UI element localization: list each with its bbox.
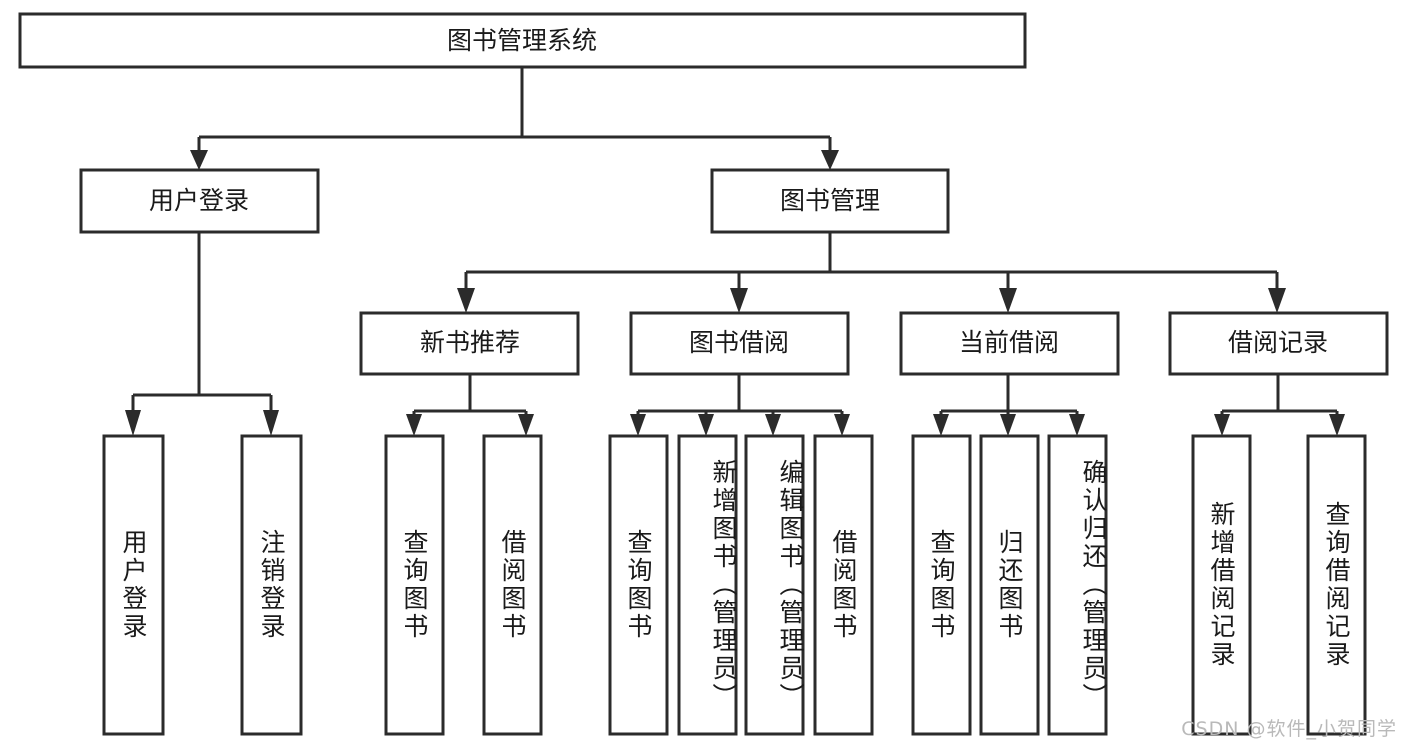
leaf-box-new-book-1[interactable]	[384, 434, 445, 736]
leaf-box-user-login-1[interactable]	[102, 434, 165, 736]
node-current-borrow-label: 当前借阅	[959, 328, 1059, 357]
leaf-box-user-login-2[interactable]	[240, 434, 303, 736]
arrowhead-leaf-book-borrow-4	[834, 414, 850, 436]
arrowhead-leaf-current-borrow-1	[933, 414, 949, 436]
leaf-box-current-borrow-2[interactable]	[979, 434, 1040, 736]
node-borrow-record[interactable]: 借阅记录	[1168, 311, 1389, 376]
node-user-login-box[interactable]	[79, 168, 320, 234]
arrowhead-book-borrow	[730, 288, 748, 313]
node-book-borrow-box[interactable]	[629, 311, 850, 376]
arrowhead-user-login	[190, 150, 208, 170]
leaf-box-book-borrow-1[interactable]	[608, 434, 669, 736]
arrowhead-current-borrow	[999, 288, 1017, 313]
arrowhead-new-book-recommend	[457, 288, 475, 313]
arrowhead-leaf-current-borrow-2	[1000, 414, 1016, 436]
node-book-management[interactable]: 图书管理	[710, 168, 950, 234]
arrowhead-book-mgmt	[821, 150, 839, 170]
arrowhead-leaf-book-borrow-2	[698, 414, 714, 436]
node-root-label: 图书管理系统	[447, 26, 597, 55]
node-borrow-record-label: 借阅记录	[1228, 328, 1328, 357]
node-current-borrow-box[interactable]	[899, 311, 1120, 376]
watermark-text: CSDN @软件_小贺同学	[1181, 718, 1397, 740]
node-borrow-record-box[interactable]	[1168, 311, 1389, 376]
leaf-box-borrow-record-1[interactable]	[1191, 434, 1252, 736]
leaf-box-book-borrow-3[interactable]	[744, 434, 805, 736]
node-new-book-recommend[interactable]: 新书推荐	[359, 311, 580, 376]
arrowhead-leaf-user-login-2	[263, 410, 279, 436]
arrowhead-leaf-borrow-record-1	[1214, 414, 1230, 436]
node-new-book-recommend-label: 新书推荐	[420, 328, 520, 357]
leaf-box-book-borrow-4[interactable]	[813, 434, 874, 736]
node-current-borrow[interactable]: 当前借阅	[899, 311, 1120, 376]
node-user-login[interactable]: 用户登录	[79, 168, 320, 234]
node-book-management-label: 图书管理	[780, 186, 880, 215]
leaf-box-book-borrow-2[interactable]	[677, 434, 738, 736]
arrowhead-leaf-borrow-record-2	[1329, 414, 1345, 436]
arrowhead-leaf-book-borrow-3	[765, 414, 781, 436]
arrowhead-borrow-record	[1268, 288, 1286, 313]
leaf-box-current-borrow-1[interactable]	[911, 434, 972, 736]
node-book-borrow[interactable]: 图书借阅	[629, 311, 850, 376]
arrowhead-leaf-new-book-2	[518, 414, 534, 436]
node-user-login-label: 用户登录	[149, 186, 249, 215]
arrowhead-leaf-current-borrow-3	[1069, 414, 1085, 436]
arrowhead-leaf-new-book-1	[406, 414, 422, 436]
node-root[interactable]: 图书管理系统	[18, 12, 1027, 69]
node-book-borrow-label: 图书借阅	[689, 328, 789, 357]
node-root-box[interactable]	[18, 12, 1027, 69]
leaf-box-current-borrow-3[interactable]	[1047, 434, 1108, 736]
node-new-book-recommend-box[interactable]	[359, 311, 580, 376]
arrowhead-leaf-book-borrow-1	[630, 414, 646, 436]
node-book-management-box[interactable]	[710, 168, 950, 234]
leaf-box-borrow-record-2[interactable]	[1306, 434, 1367, 736]
leaf-box-new-book-2[interactable]	[482, 434, 543, 736]
arrowhead-leaf-user-login-1	[125, 410, 141, 436]
connector-group	[125, 67, 1345, 436]
